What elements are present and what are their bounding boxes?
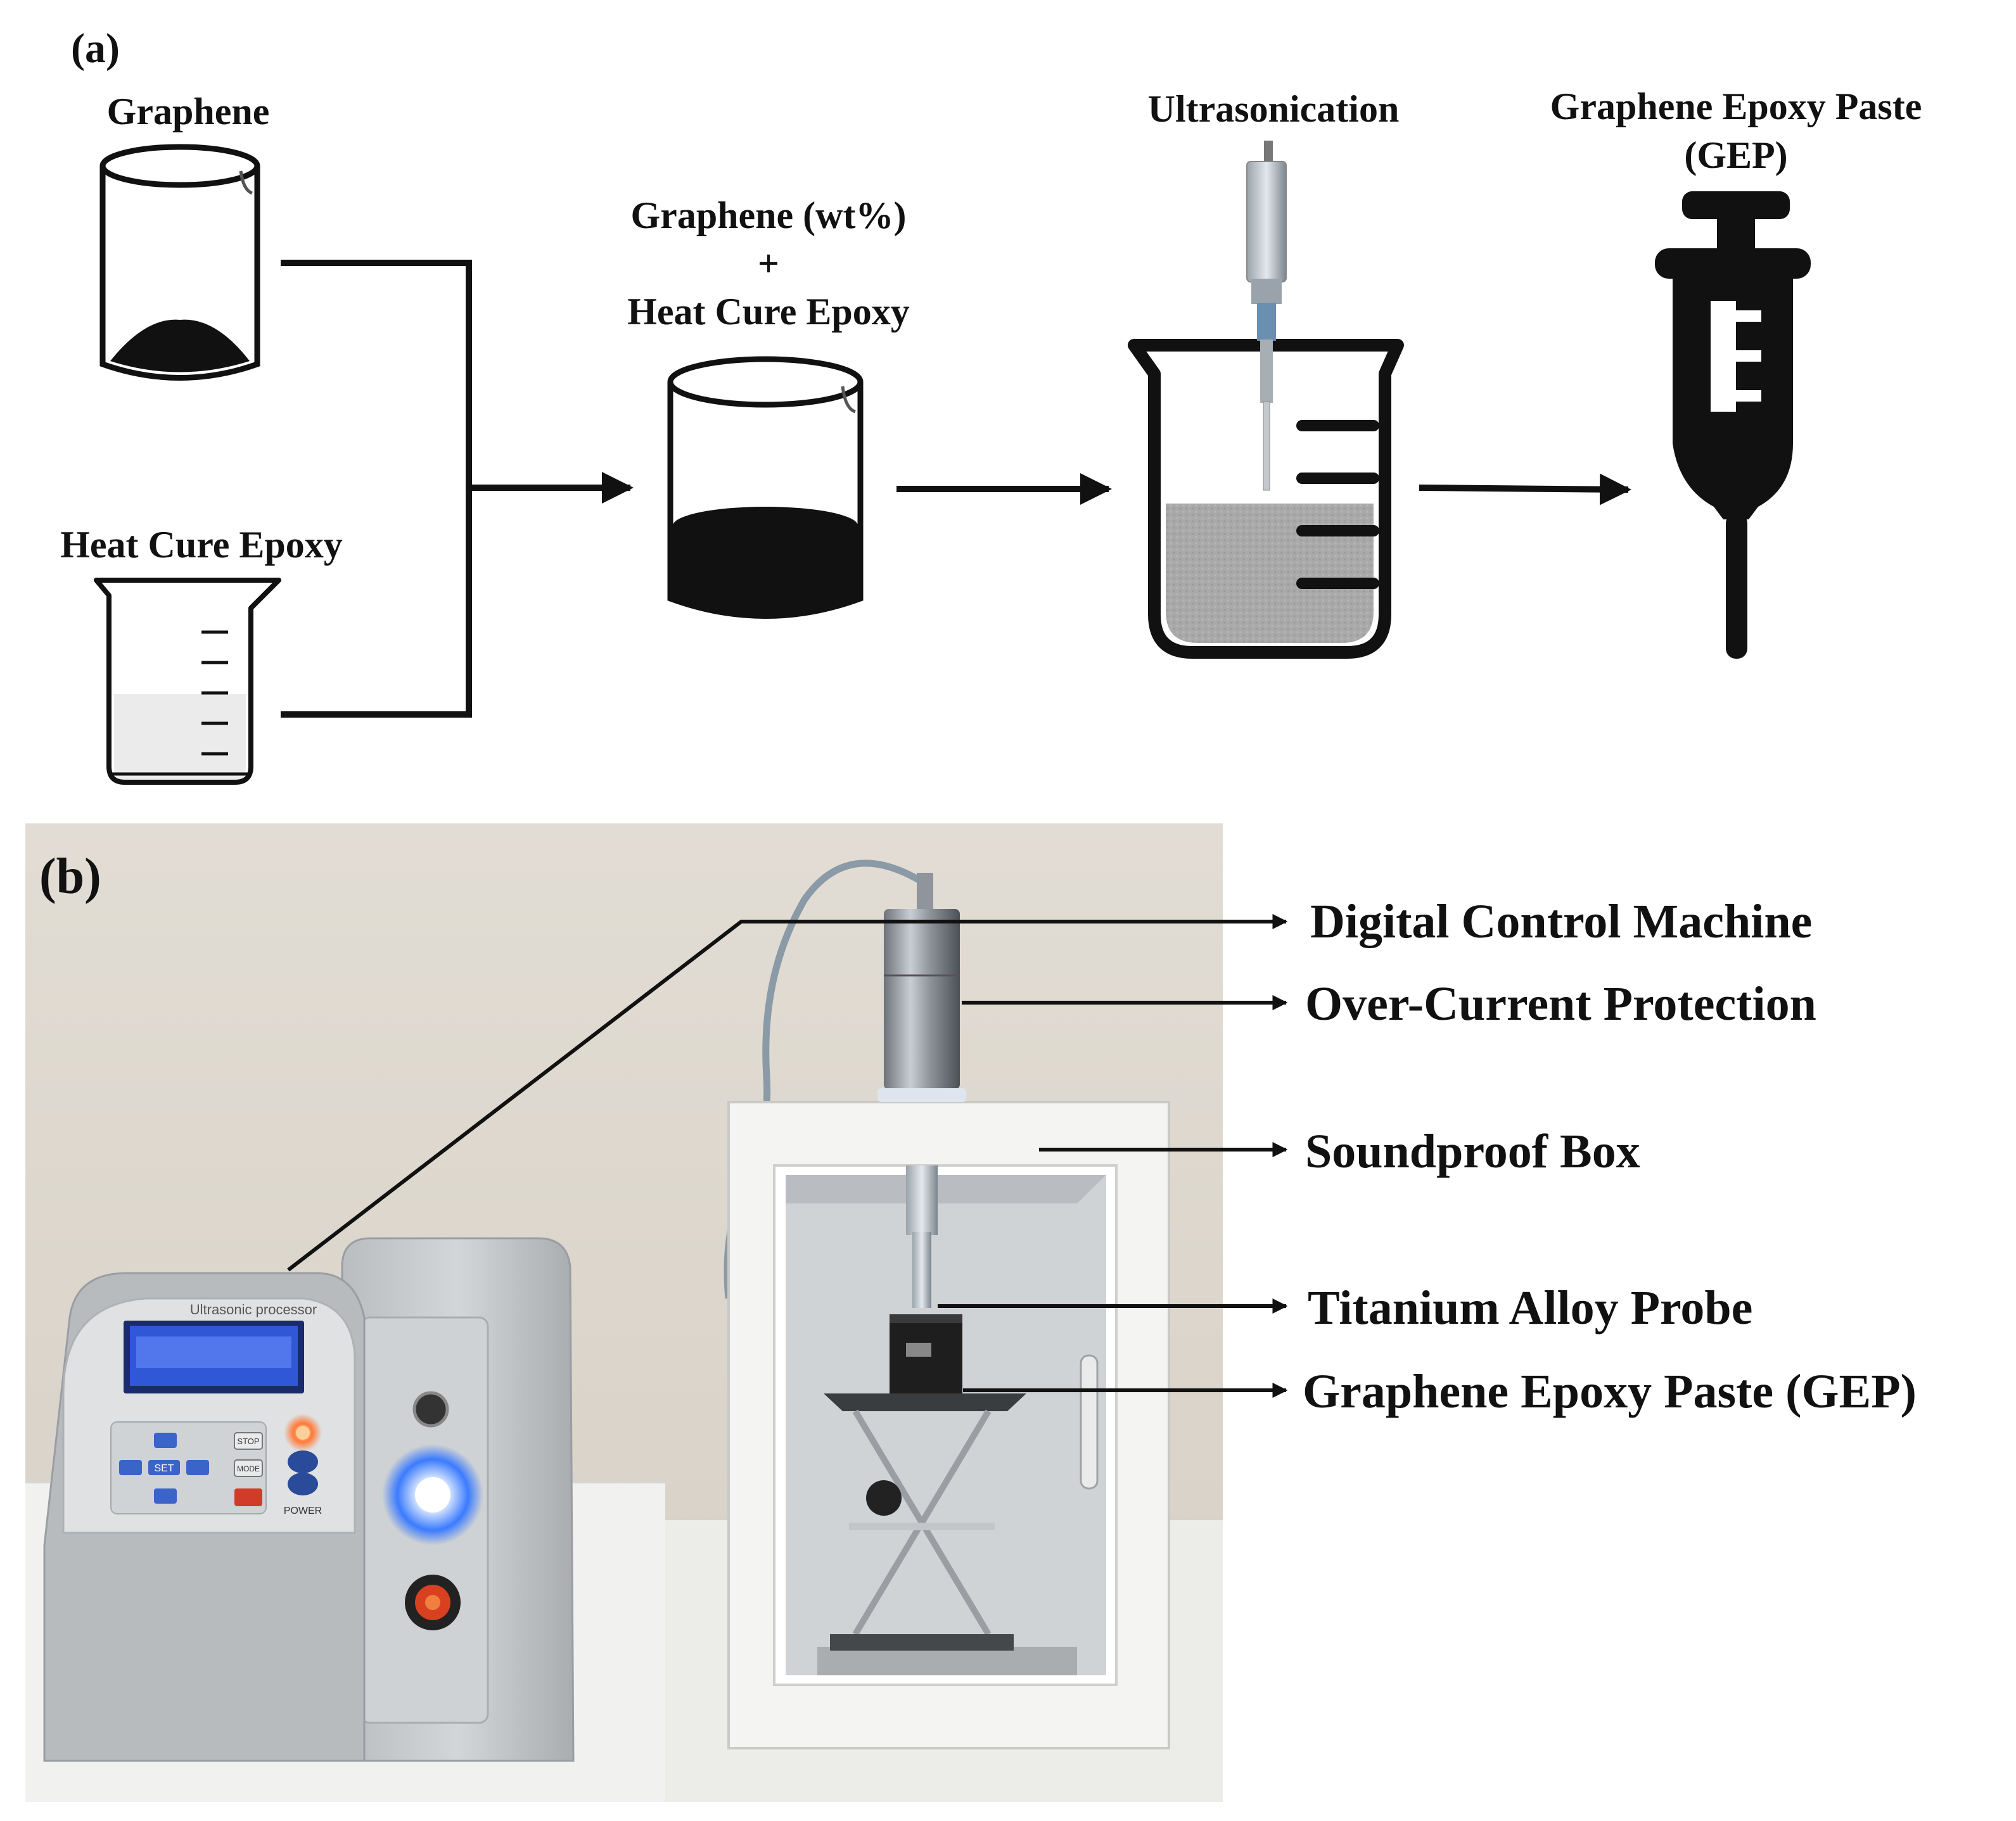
callout-over-current-protection: Over-Current Protection [1305,977,1816,1031]
left-arrow-button[interactable] [119,1460,142,1475]
ultrasonic-transducer [877,873,966,1102]
down-arrow-button[interactable] [154,1488,177,1504]
power-label: POWER [284,1506,322,1516]
mixture-beaker-icon [667,356,864,619]
power-button[interactable] [288,1450,318,1473]
callout-leaders [287,914,1288,1398]
callout-graphene-epoxy-paste: Graphene Epoxy Paste (GEP) [1303,1365,1917,1418]
panel-a: (a) Graphene Heat Cure Epoxy Graphen [60,25,1922,785]
epoxy-beaker-icon [94,578,281,785]
mode-button[interactable] [234,1459,263,1477]
panel-b-label: (b) [39,849,101,904]
right-arrow-button[interactable] [186,1460,209,1475]
mixture-label-plus: + [758,243,779,284]
callout-labels: Digital Control Machine Over-Current Pro… [1303,895,1917,1418]
callout-titanium-alloy-probe: Titanium Alloy Probe [1308,1281,1752,1335]
graphene-label: Graphene [107,91,270,132]
door-handle-icon[interactable] [1080,1354,1099,1490]
panel-a-label: (a) [71,25,120,72]
device-brand-text: Ultrasonic processor [190,1302,317,1317]
mixture-label-line2: Heat Cure Epoxy [627,291,910,333]
sonicator-probe-icon [1246,141,1287,491]
arrow-to-paste [1419,473,1631,505]
lab-jack [824,1393,1026,1651]
set-button-label: SET [154,1463,174,1474]
merge-connector [281,260,634,718]
callout-soundproof-box: Soundproof Box [1305,1125,1640,1178]
heat-cure-epoxy-label: Heat Cure Epoxy [60,524,343,566]
digital-control-machine: Ultrasonic processor SET STOP MODE POWER [43,1237,575,1762]
connector-port-icon [412,1391,449,1428]
red-function-button[interactable] [234,1488,262,1506]
callout-digital-control-machine: Digital Control Machine [1310,895,1812,948]
adjustment-knob-icon[interactable] [866,1480,902,1516]
mode-button-label: MODE [237,1464,260,1473]
stop-button[interactable] [234,1432,263,1450]
set-button[interactable] [148,1460,180,1475]
syringe-icon [1655,191,1811,659]
gep-beaker [890,1314,962,1406]
stop-button-label: STOP [237,1437,259,1446]
sonication-beaker-icon [1128,339,1404,659]
soundproof-box [727,1101,1170,1749]
gep-label-line2: (GEP) [1684,134,1787,176]
gep-label-line1: Graphene Epoxy Paste [1550,86,1922,127]
mixture-label-line1: Graphene (wt%) [631,194,907,236]
panel-b: (b) Ultrasonic processor [25,823,1917,1802]
ultrasonication-label: Ultrasonication [1148,88,1400,130]
leader-digital-control-machine [287,914,1288,1272]
graphene-beaker-icon [99,144,260,381]
titanium-probe [906,1165,938,1308]
up-arrow-button[interactable] [154,1433,177,1448]
